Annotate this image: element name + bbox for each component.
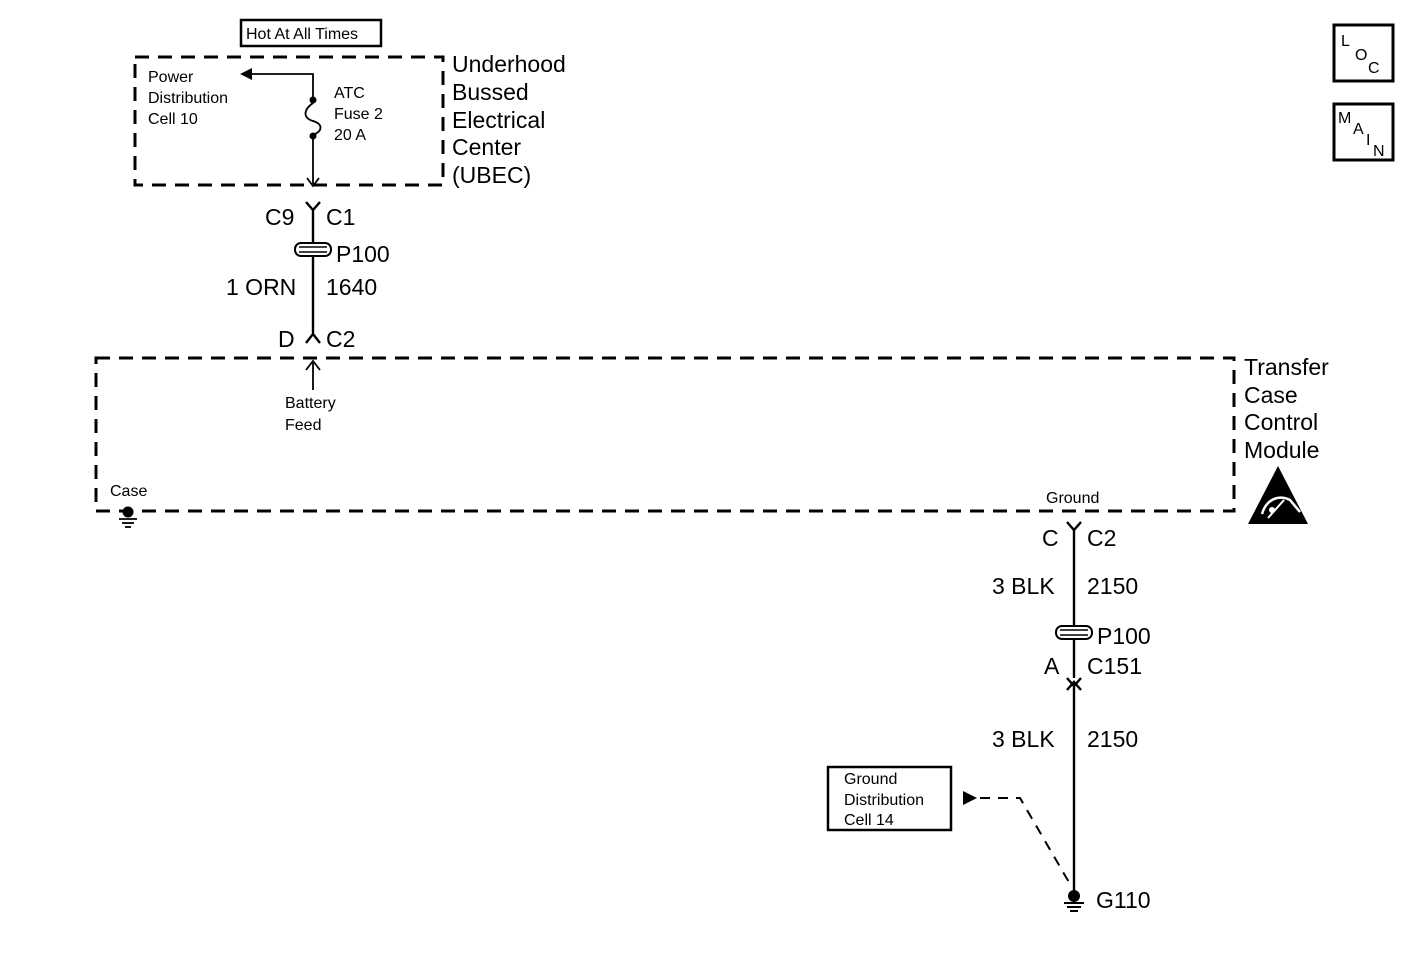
fuse-label: ATC Fuse 2 20 A [334, 85, 383, 144]
connector-c1-label: C1 [326, 204, 355, 230]
main-letter-i: I [1366, 132, 1370, 149]
connector-d-c2-symbol [305, 332, 321, 344]
ground-ref-dashed-line [980, 797, 1071, 885]
circuit-1640-label: 1640 [326, 274, 377, 300]
svg-text:Center: Center [452, 134, 521, 160]
pin-c-label: C [1042, 525, 1059, 551]
svg-text:ATC: ATC [334, 85, 365, 102]
svg-text:Ground: Ground [844, 771, 897, 788]
wire-color-blk-2: 3 BLK [992, 726, 1055, 752]
fuse-output-arrow [306, 177, 320, 188]
pin-d-label: D [278, 326, 295, 352]
circuit-2150-label-2: 2150 [1087, 726, 1138, 752]
svg-text:Case: Case [1244, 382, 1298, 408]
ground-terminal-label: Ground [1046, 490, 1099, 507]
hot-at-all-times-label: Hot At All Times [239, 18, 383, 48]
case-ground-icon [119, 506, 137, 528]
main-letter-m: M [1338, 110, 1351, 127]
battery-feed-label: Battery Feed [285, 395, 336, 434]
connector-c9-c1-symbol [305, 201, 321, 212]
splice-p100-upper-label[interactable]: P100 [336, 241, 390, 267]
fuse-terminal-top [309, 96, 317, 104]
power-feed-arrowhead [240, 68, 252, 80]
main-button[interactable]: M A I N [1332, 102, 1395, 162]
battery-feed-arrow [305, 359, 321, 371]
svg-text:Module: Module [1244, 437, 1319, 463]
splice-p100-lower-label[interactable]: P100 [1097, 623, 1151, 649]
ubec-title: Underhood Bussed Electrical Center (UBEC… [452, 51, 566, 188]
connector-c151-label: C151 [1087, 653, 1142, 679]
svg-text:Fuse 2: Fuse 2 [334, 106, 383, 123]
circuit-2150-label-1: 2150 [1087, 573, 1138, 599]
svg-text:Cell 14: Cell 14 [844, 812, 894, 829]
pin-a-label: A [1044, 653, 1060, 679]
main-letter-n: N [1373, 143, 1385, 160]
svg-text:Hot At All Times: Hot At All Times [246, 26, 358, 43]
ground-g110-icon [1064, 890, 1084, 912]
svg-text:Control: Control [1244, 409, 1318, 435]
power-feed-line [248, 73, 314, 97]
svg-text:Feed: Feed [285, 417, 321, 434]
connector-c2-upper-label: C2 [326, 326, 355, 352]
svg-text:Cell 10: Cell 10 [148, 111, 198, 128]
case-label: Case [110, 483, 147, 500]
wire-color-blk-1: 3 BLK [992, 573, 1055, 599]
connector-c9-label: C9 [265, 204, 294, 230]
connector-c151-bottom-symbol [1066, 680, 1082, 691]
loc-letter-c: C [1368, 60, 1380, 77]
svg-text:Bussed: Bussed [452, 79, 529, 105]
connector-c2-lower-label: C2 [1087, 525, 1116, 551]
fuse-terminal-bottom [309, 132, 317, 140]
tccm-boundary [94, 356, 1236, 513]
svg-text:Electrical: Electrical [452, 107, 545, 133]
splice-p100-upper-icon [294, 242, 332, 257]
ubec-boundary [133, 55, 445, 187]
tccm-title: Transfer Case Control Module [1244, 354, 1329, 463]
fuse-icon [304, 102, 322, 136]
svg-text:Transfer: Transfer [1244, 354, 1329, 380]
svg-text:Underhood: Underhood [452, 51, 566, 77]
main-letter-a: A [1353, 121, 1364, 138]
svg-text:Distribution: Distribution [844, 792, 924, 809]
power-distribution-link[interactable]: Power Distribution Cell 10 [148, 69, 228, 128]
esd-warning-icon [1248, 466, 1308, 524]
svg-text:Distribution: Distribution [148, 90, 228, 107]
loc-letter-o: O [1355, 47, 1367, 64]
svg-text:Power: Power [148, 69, 194, 86]
wire-color-orn: 1 ORN [226, 274, 296, 300]
svg-text:Battery: Battery [285, 395, 336, 412]
ground-g110-label[interactable]: G110 [1096, 887, 1151, 913]
loc-letter-l: L [1341, 33, 1350, 50]
svg-text:20 A: 20 A [334, 127, 366, 144]
ground-ref-arrowhead [963, 791, 977, 805]
loc-button[interactable]: L O C [1332, 23, 1395, 83]
connector-c-c2-symbol [1066, 521, 1082, 532]
svg-text:(UBEC): (UBEC) [452, 162, 531, 188]
splice-p100-lower-icon [1055, 625, 1093, 640]
ground-distribution-link[interactable]: Ground Distribution Cell 14 [826, 765, 953, 832]
